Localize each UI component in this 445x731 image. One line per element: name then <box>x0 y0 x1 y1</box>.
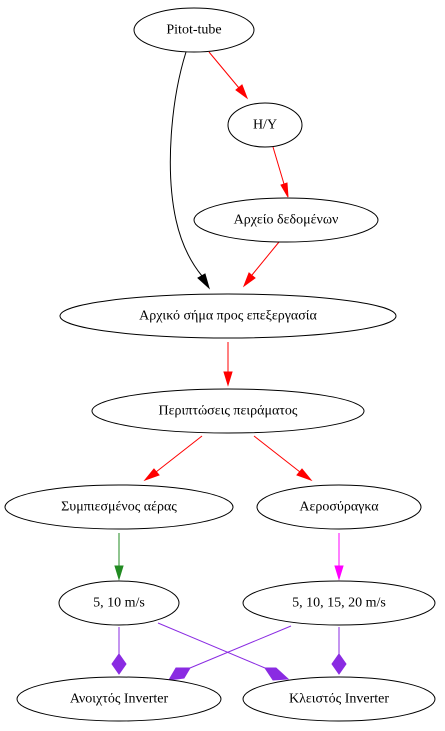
node-wind-tunnel-label: Αεροσύραγκα <box>299 500 379 515</box>
node-speeds-a: 5, 10 m/s <box>58 580 180 626</box>
edge-speeds-a-to-open-inverter <box>111 627 127 675</box>
node-hy-label: H/Y <box>253 118 277 133</box>
edge-compressed-air-to-speeds-a <box>114 533 124 581</box>
node-open-inverter: Ανοιχτός Inverter <box>16 676 222 722</box>
edge-pitot-to-initial-signal <box>169 51 210 290</box>
node-pitot-tube: Pitot-tube <box>133 7 255 53</box>
edge-pitot-to-hy <box>208 51 249 100</box>
edge-initial-signal-to-cases <box>223 342 233 387</box>
edge-speeds-b-to-closed-inverter <box>331 627 347 675</box>
edge-hy-to-datafile <box>272 146 289 198</box>
node-speeds-a-label: 5, 10 m/s <box>93 596 145 611</box>
node-speeds-b-label: 5, 10, 15, 20 m/s <box>292 596 386 611</box>
node-closed-inverter-label: Κλειστός Inverter <box>289 692 389 707</box>
node-data-file: Αρχείο δεδομένων <box>193 197 379 243</box>
node-compressed-air: Συμπιεσμένος αέρας <box>4 484 234 530</box>
edge-cases-to-compressed-air <box>143 435 203 482</box>
edge-speeds-a-to-closed-inverter <box>157 622 290 681</box>
node-open-inverter-label: Ανοιχτός Inverter <box>70 692 169 707</box>
node-pitot-tube-label: Pitot-tube <box>166 23 221 38</box>
node-experiment-cases: Περιπτώσεις πειράματος <box>91 388 365 434</box>
node-data-file-label: Αρχείο δεδομένων <box>234 213 339 228</box>
node-initial-signal: Αρχικό σήμα προς επεξεργασία <box>59 293 397 339</box>
edge-cases-to-wind-tunnel <box>253 435 313 482</box>
node-compressed-air-label: Συμπιεσμένος αέρας <box>61 500 177 515</box>
nodes: Pitot-tube H/Y Αρχείο δεδομένων Αρχικό σ… <box>4 7 436 722</box>
edges <box>111 51 347 681</box>
node-wind-tunnel: Αεροσύραγκα <box>256 484 422 530</box>
node-initial-signal-label: Αρχικό σήμα προς επεξεργασία <box>139 309 317 324</box>
edge-wind-tunnel-to-speeds-b <box>334 533 344 581</box>
edge-datafile-to-initial-signal <box>242 241 280 288</box>
node-experiment-cases-label: Περιπτώσεις πειράματος <box>159 404 298 419</box>
node-closed-inverter: Κλειστός Inverter <box>242 676 436 722</box>
node-hy: H/Y <box>227 102 303 148</box>
node-speeds-b: 5, 10, 15, 20 m/s <box>242 580 436 626</box>
